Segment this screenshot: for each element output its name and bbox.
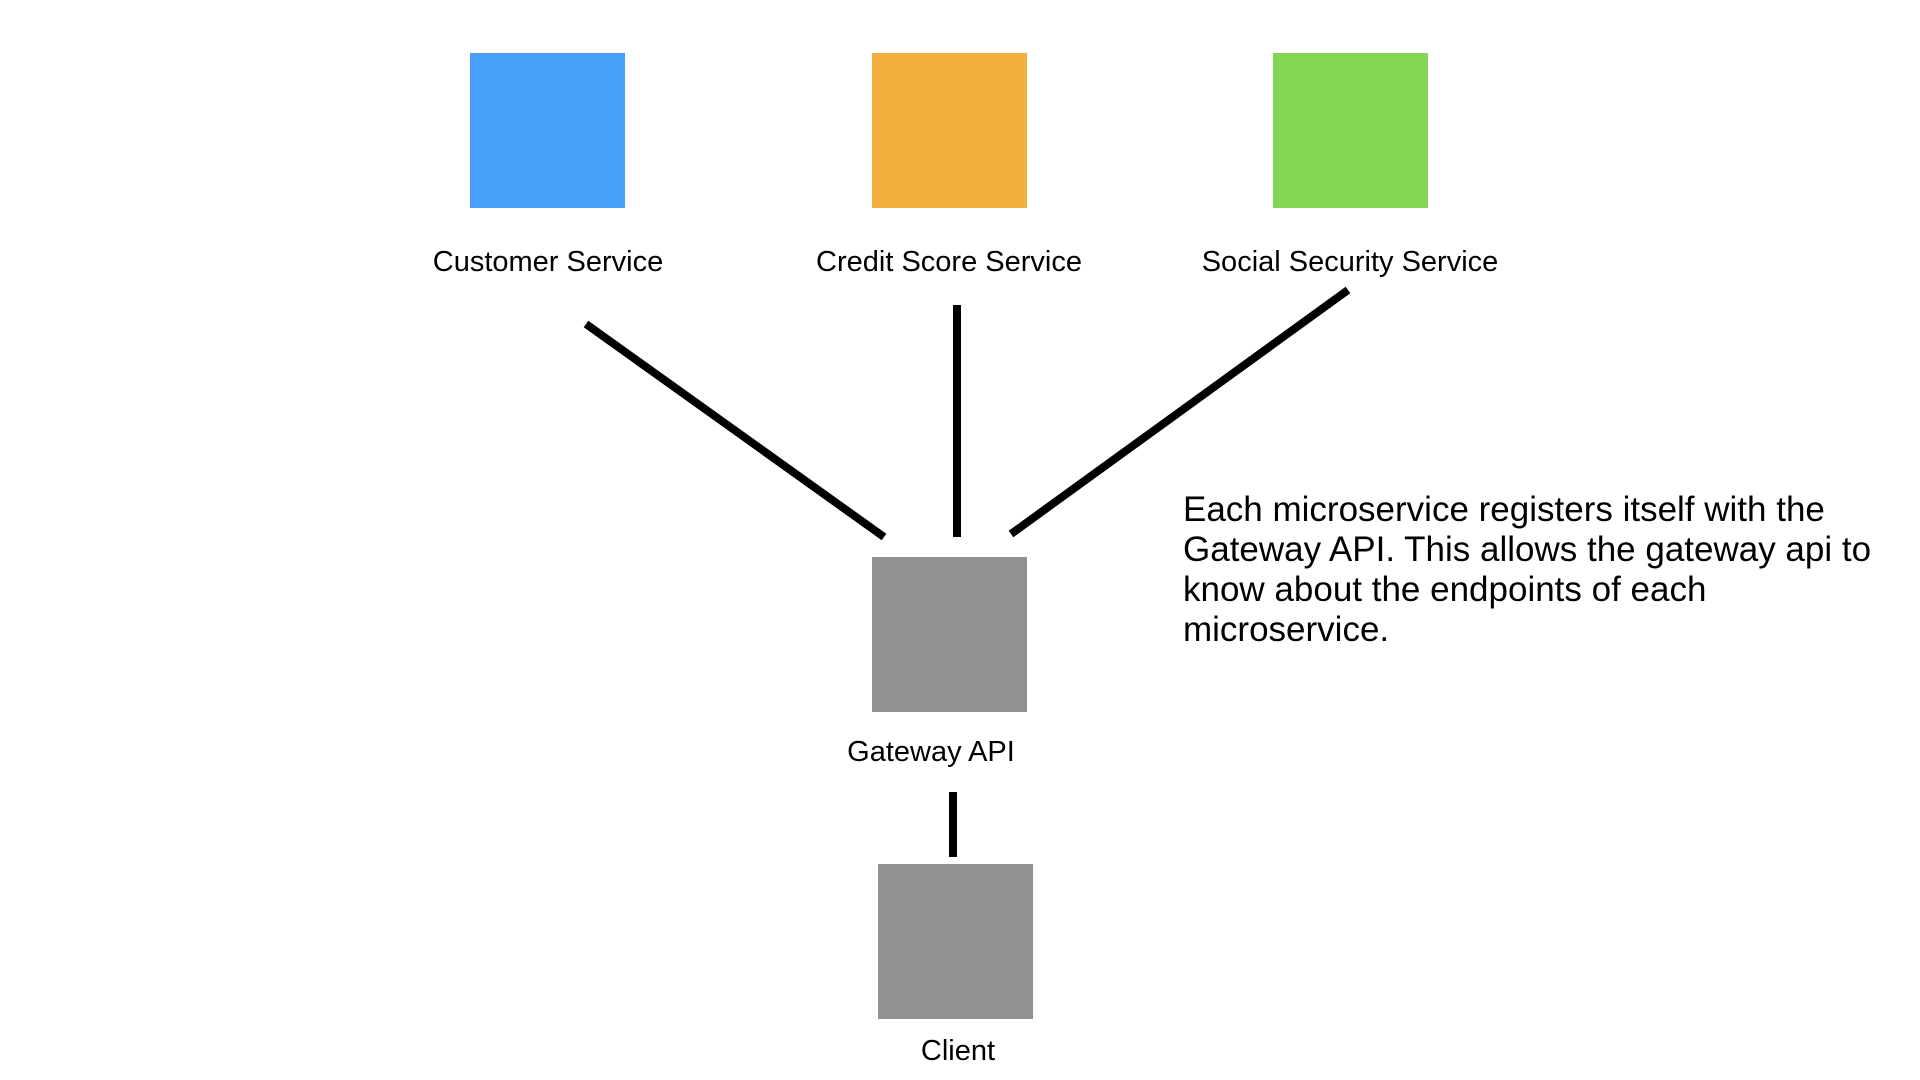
credit-score-service-box <box>872 53 1027 208</box>
client-box <box>878 864 1033 1019</box>
gateway-api-label: Gateway API <box>847 736 1015 768</box>
edge-customer-to-gateway <box>583 320 887 541</box>
credit-score-service-label: Credit Score Service <box>816 246 1082 278</box>
client-label: Client <box>920 1035 996 1067</box>
gateway-api-box <box>872 557 1027 712</box>
registration-note: Each microservice registers itself with … <box>1183 490 1872 649</box>
customer-service-box <box>470 53 625 208</box>
social-security-service-label: Social Security Service <box>1201 246 1499 278</box>
customer-service-label: Customer Service <box>432 246 664 278</box>
social-security-service-box <box>1273 53 1428 208</box>
